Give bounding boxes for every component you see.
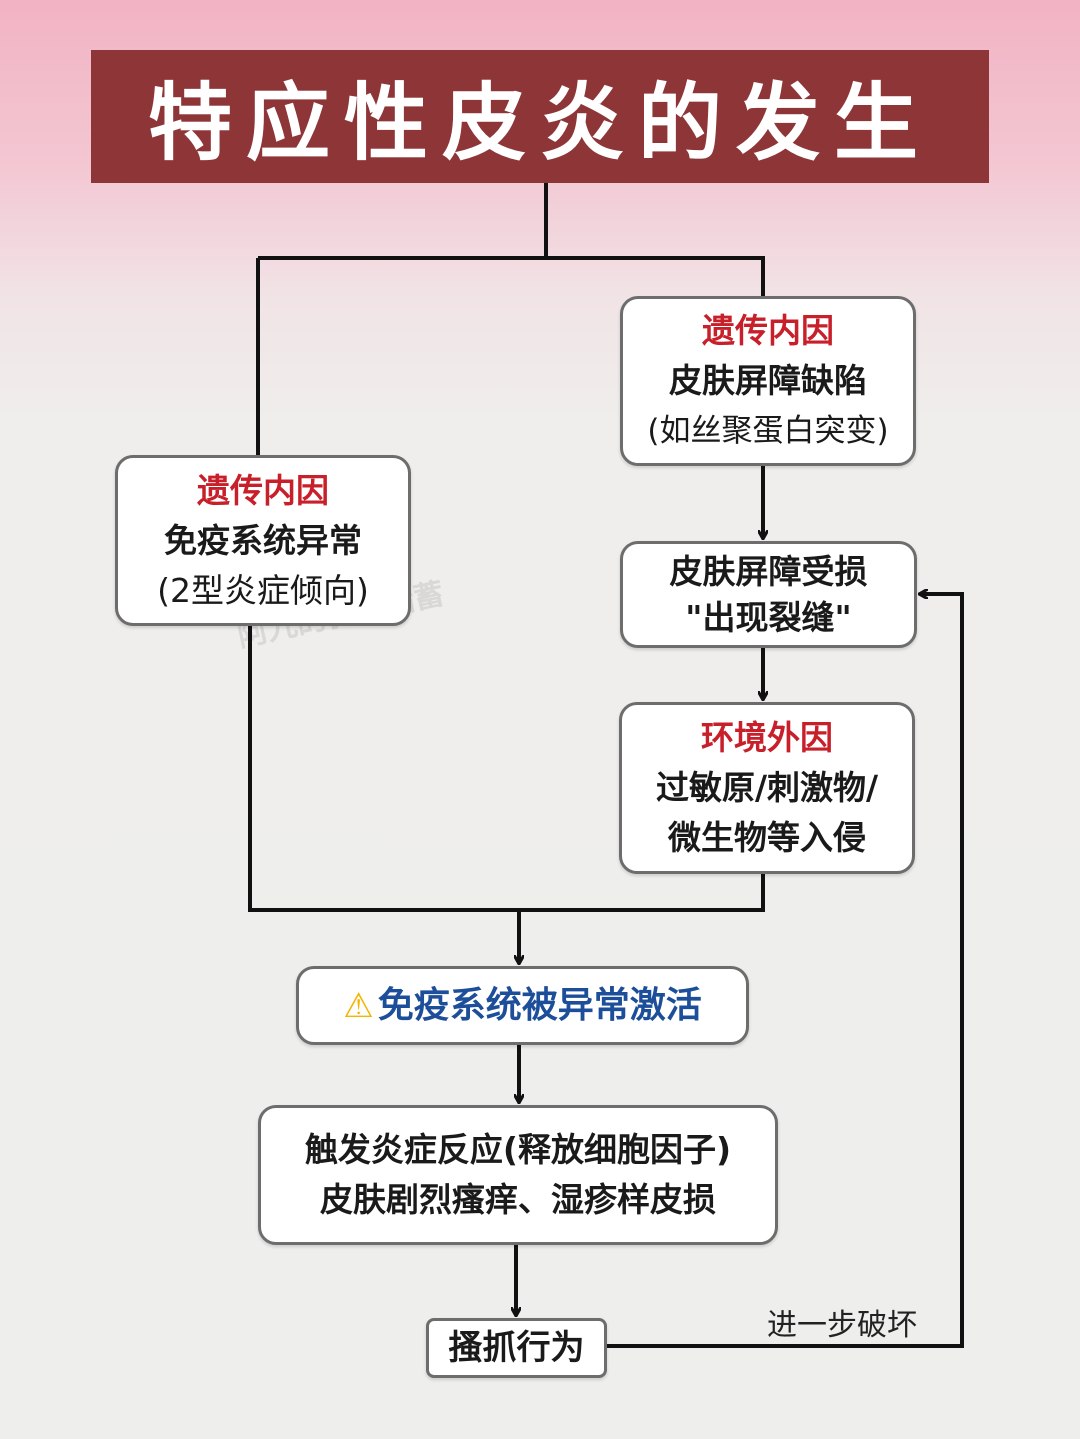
node-genetic-immune: 遗传内因 免疫系统异常 (2型炎症倾向) [115,455,411,626]
node-line: 皮肤剧烈瘙痒、湿疹样皮损 [320,1180,716,1219]
node-genetic-barrier: 遗传内因 皮肤屏障缺陷 (如丝聚蛋白突变) [620,296,916,466]
connector-title-split [256,183,765,455]
node-line: 触发炎症反应(释放细胞因子) [304,1130,732,1169]
node-inflammation: 触发炎症反应(释放细胞因子) 皮肤剧烈瘙痒、湿疹样皮损 [258,1105,778,1245]
node-line: "出现裂缝" [685,597,852,637]
node-barrier-damage: 皮肤屏障受损 "出现裂缝" [620,541,917,648]
node-line: 微生物等入侵 [668,818,866,857]
node-scratching: 搔抓行为 [426,1318,607,1378]
node-environment: 环境外因 过敏原/刺激物/ 微生物等入侵 [619,702,915,874]
node-immune-activation: ⚠ 免疫系统被异常激活 [296,966,749,1045]
node-heading: 环境外因 [701,718,833,757]
warning-icon: ⚠ [343,985,374,1026]
node-line: (如丝聚蛋白突变) [647,413,889,449]
connector-merge [248,626,765,912]
node-line: 皮肤屏障受损 [669,551,868,591]
node-line: 皮肤屏障缺陷 [669,361,867,400]
page-title: 特应性皮炎的发生 [91,50,989,183]
arrow-feedback-loop [607,594,964,1348]
node-heading: 遗传内因 [197,470,329,510]
node-text: 搔抓行为 [448,1328,585,1368]
node-line: (2型炎症倾向) [157,570,369,610]
loop-label: 进一步破坏 [767,1308,917,1343]
node-heading: 遗传内因 [702,311,834,350]
node-line: 过敏原/刺激物/ [655,768,879,807]
node-text: 免疫系统被异常激活 [377,984,702,1026]
node-line: 免疫系统异常 [164,520,362,560]
